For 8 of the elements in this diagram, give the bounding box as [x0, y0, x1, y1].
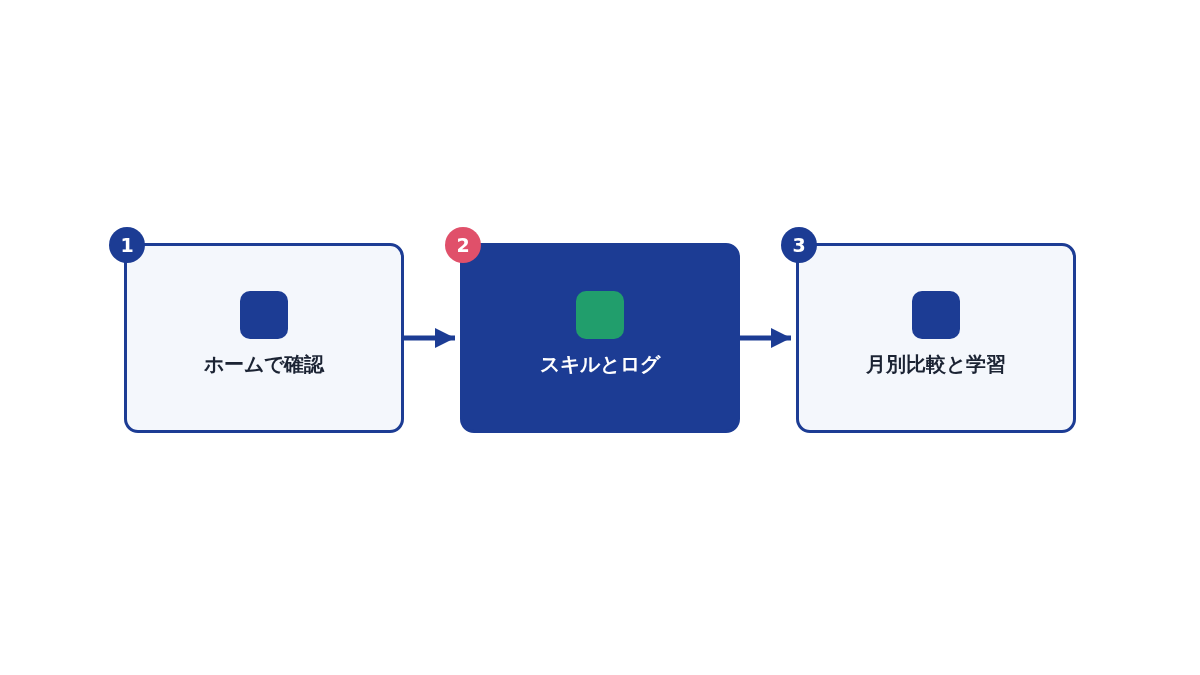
step-title: 月別比較と学習 [866, 351, 1006, 378]
arrow [404, 328, 455, 348]
step-title: スキルとログ [540, 351, 660, 378]
step-title: ホームで確認 [204, 351, 324, 378]
step-number-badge: 2 [445, 227, 481, 263]
step-number-badge: 1 [109, 227, 145, 263]
arrow [740, 328, 791, 348]
step-number-badge: 3 [781, 227, 817, 263]
